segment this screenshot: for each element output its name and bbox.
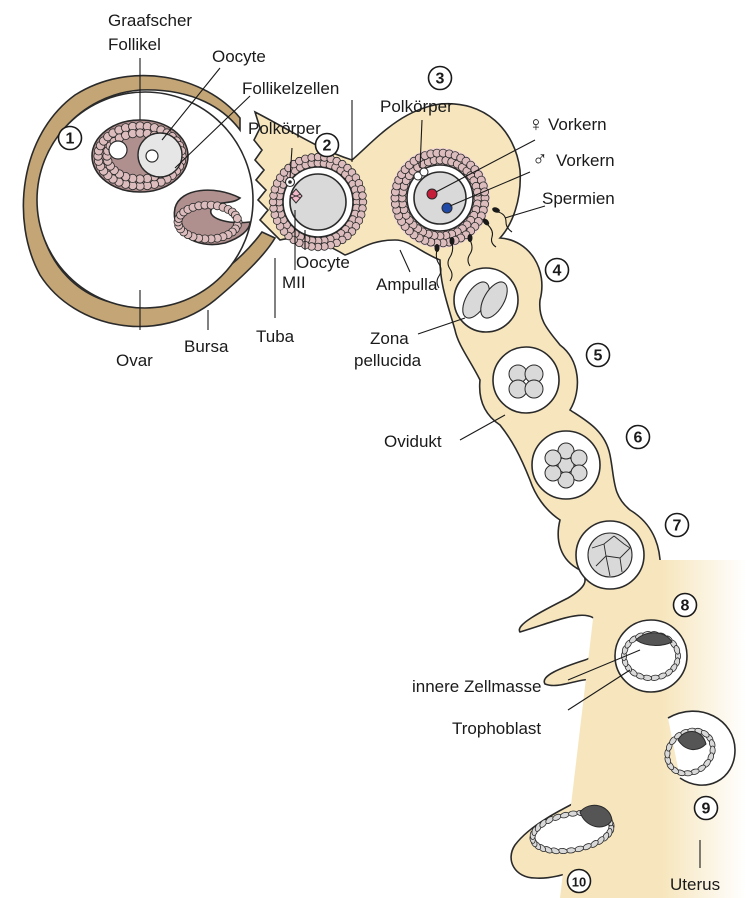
label-female-vorkern: Vorkern bbox=[548, 115, 607, 134]
follicle-antrum bbox=[109, 141, 127, 159]
cell bbox=[359, 192, 367, 200]
stage-number-1: 1 bbox=[66, 131, 75, 148]
stage-number-3: 3 bbox=[436, 71, 445, 88]
stage-number-8: 8 bbox=[681, 598, 690, 615]
stage-number-9: 9 bbox=[702, 801, 711, 818]
stage-number-5: 5 bbox=[594, 348, 603, 365]
label-polkoerper-2: Polkörper bbox=[248, 119, 321, 138]
label-male-symbol: ♂ bbox=[532, 148, 548, 171]
label-ovar: Ovar bbox=[116, 351, 153, 370]
oocyte-nucleus bbox=[146, 150, 158, 162]
label-uterus: Uterus bbox=[670, 875, 720, 894]
graafian-follicle bbox=[92, 120, 188, 192]
label-graafscher-2: Follikel bbox=[108, 35, 161, 54]
label-follikelzellen: Follikelzellen bbox=[242, 79, 339, 98]
label-innere-zellmasse: innere Zellmasse bbox=[412, 677, 541, 696]
stage-number-2: 2 bbox=[323, 138, 332, 155]
stage-number-4: 4 bbox=[553, 263, 562, 280]
label-oocyte-top: Oocyte bbox=[212, 47, 266, 66]
trophoblast-cell bbox=[568, 811, 577, 817]
stage-number-7: 7 bbox=[673, 518, 682, 535]
label-tuba: Tuba bbox=[256, 327, 295, 346]
label-zona-2: pellucida bbox=[354, 351, 422, 370]
label-zona-1: Zona bbox=[370, 329, 409, 348]
stage-number-6: 6 bbox=[634, 430, 643, 447]
label-polkoerper-3: Polkörper bbox=[380, 97, 453, 116]
cell bbox=[233, 215, 241, 223]
label-trophoblast: Trophoblast bbox=[452, 719, 541, 738]
label-mii: MII bbox=[282, 273, 306, 292]
oocyte-in-follicle bbox=[138, 133, 182, 177]
label-oocyte-2: Oocyte bbox=[296, 253, 350, 272]
stage-4-two-cell bbox=[454, 268, 518, 332]
male-pronucleus bbox=[442, 203, 452, 213]
stage-number-10: 10 bbox=[572, 875, 586, 890]
label-spermien: Spermien bbox=[542, 189, 615, 208]
polar-body-3b bbox=[420, 168, 428, 176]
stage-5-four-cell bbox=[493, 347, 559, 413]
label-female-symbol: ♀ bbox=[528, 113, 544, 136]
label-ovidukt: Ovidukt bbox=[384, 432, 442, 451]
label-male-vorkern: Vorkern bbox=[556, 151, 615, 170]
label-graafscher-1: Graafscher bbox=[108, 11, 192, 30]
trophoblast-cell bbox=[566, 847, 575, 853]
female-pronucleus bbox=[427, 189, 437, 199]
label-ampulla: Ampulla bbox=[376, 275, 438, 294]
stage-6-eight-cell bbox=[532, 431, 600, 499]
stage-3-zygote bbox=[390, 148, 490, 248]
label-bursa: Bursa bbox=[184, 337, 229, 356]
stage-7-morula bbox=[576, 521, 644, 589]
follicle-mass-lower bbox=[174, 190, 250, 244]
